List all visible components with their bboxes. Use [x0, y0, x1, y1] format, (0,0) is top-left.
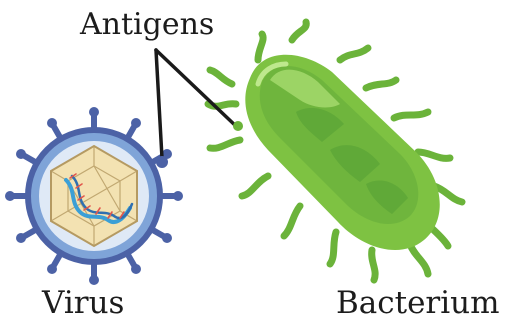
bacterium-label: Bacterium — [336, 288, 500, 319]
bacterium-antigen-pointer-dot — [233, 121, 243, 131]
bacterium — [208, 22, 462, 280]
bacterium-body — [245, 55, 439, 250]
virus-antigen-pointer-dot — [156, 156, 168, 168]
virus — [5, 107, 183, 285]
leader-line-to-bacterium — [156, 50, 238, 128]
leader-line-to-virus — [156, 50, 162, 158]
antigens-label: Antigens — [80, 10, 214, 40]
virus-label: Virus — [42, 288, 124, 319]
